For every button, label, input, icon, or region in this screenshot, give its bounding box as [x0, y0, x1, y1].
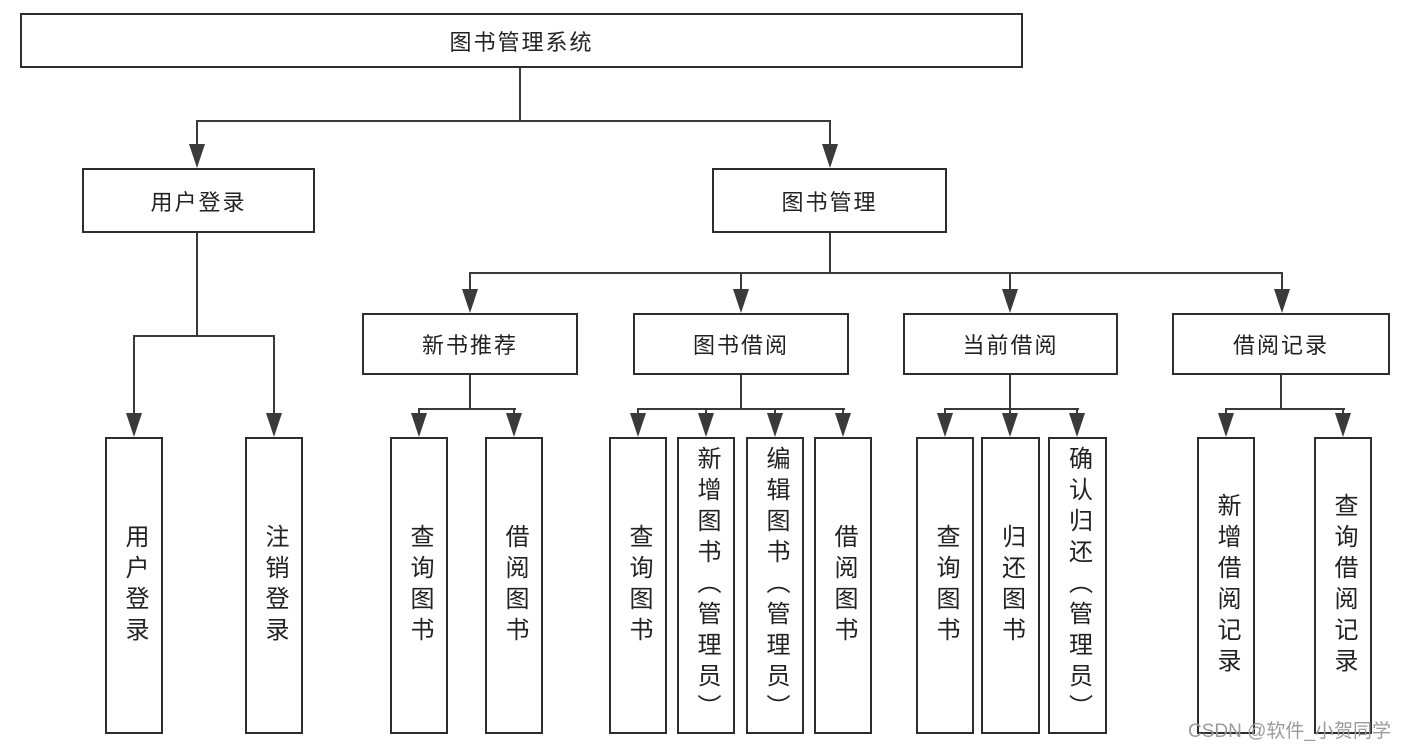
arrowhead-icon [630, 413, 646, 437]
connector-line [740, 272, 742, 292]
node-leaf-recommend-query-book: 查询图书 [390, 437, 448, 734]
connector-line [418, 408, 516, 410]
connector-line [469, 272, 1283, 274]
arrowhead-icon [1218, 413, 1234, 437]
arrowhead-icon [411, 413, 427, 437]
node-user-login: 用户登录 [82, 168, 315, 233]
connector-line [196, 120, 198, 148]
arrowhead-icon [937, 413, 953, 437]
connector-line [1009, 272, 1011, 292]
arrowhead-icon [1335, 413, 1351, 437]
node-new-book-recommend: 新书推荐 [362, 313, 578, 375]
arrowhead-icon [126, 413, 142, 437]
connector-line [829, 233, 831, 274]
connector-line [637, 408, 845, 410]
node-root: 图书管理系统 [20, 13, 1023, 68]
connector-line [1281, 272, 1283, 292]
arrowhead-icon [1002, 289, 1018, 313]
node-leaf-borrow-add-book-admin: 新增图书（管理员） [677, 437, 735, 734]
connector-line [273, 335, 275, 417]
node-leaf-current-confirm-return-admin: 确认归还（管理员） [1048, 437, 1107, 734]
connector-line [196, 120, 831, 122]
connector-line [133, 335, 275, 337]
arrowhead-icon [733, 289, 749, 313]
node-leaf-borrow-edit-book-admin: 编辑图书（管理员） [746, 437, 804, 734]
node-leaf-current-query-book: 查询图书 [916, 437, 974, 734]
node-borrow-records: 借阅记录 [1172, 313, 1390, 375]
node-leaf-user-login: 用户登录 [105, 437, 163, 734]
node-leaf-logout: 注销登录 [245, 437, 303, 734]
arrowhead-icon [698, 413, 714, 437]
connector-line [1009, 375, 1011, 410]
connector-line [519, 68, 521, 121]
watermark: CSDN @软件_小贺同学 [1188, 721, 1391, 742]
connector-line [829, 120, 831, 148]
node-leaf-current-return-book: 归还图书 [981, 437, 1040, 734]
connector-line [133, 335, 135, 417]
connector-line [469, 272, 471, 292]
connector-line [469, 375, 471, 410]
arrowhead-icon [462, 289, 478, 313]
node-leaf-records-add-record: 新增借阅记录 [1197, 437, 1255, 734]
node-leaf-borrow-query-book: 查询图书 [609, 437, 667, 734]
arrowhead-icon [1002, 413, 1018, 437]
node-leaf-borrow-borrow-book: 借阅图书 [814, 437, 872, 734]
arrowhead-icon [1069, 413, 1085, 437]
node-book-management: 图书管理 [712, 168, 947, 233]
connector-line [196, 233, 198, 337]
arrowhead-icon [189, 144, 205, 168]
arrowhead-icon [822, 144, 838, 168]
arrowhead-icon [835, 413, 851, 437]
connector-line [740, 375, 742, 410]
arrowhead-icon [1274, 289, 1290, 313]
node-leaf-records-query-record: 查询借阅记录 [1314, 437, 1372, 734]
arrowhead-icon [506, 413, 522, 437]
arrowhead-icon [266, 413, 282, 437]
connector-line [944, 408, 1079, 410]
arrowhead-icon [767, 413, 783, 437]
node-book-borrow: 图书借阅 [633, 313, 849, 375]
connector-line [1280, 375, 1282, 410]
node-current-borrow: 当前借阅 [903, 313, 1118, 375]
node-leaf-recommend-borrow-book: 借阅图书 [485, 437, 543, 734]
connector-line [1225, 408, 1345, 410]
